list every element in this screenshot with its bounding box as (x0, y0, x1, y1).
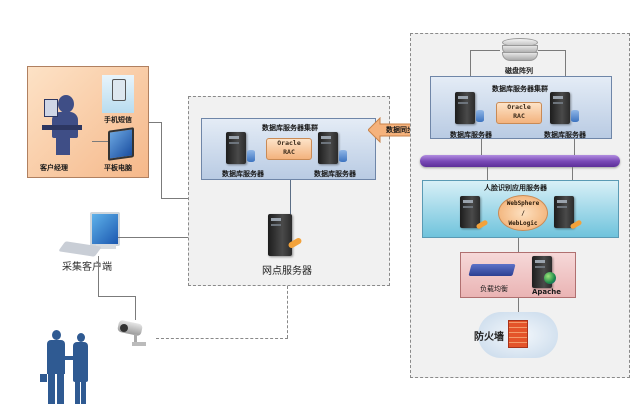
database-icon (571, 110, 579, 122)
database-icon (247, 150, 255, 162)
firewall-icon (508, 320, 528, 348)
load-balancer-icon (468, 264, 516, 276)
branch-db-server-right-icon (318, 132, 338, 164)
customer-manager-box: 客户经理 手机短信 平板电脑 (27, 66, 149, 178)
database-icon (339, 150, 347, 162)
central-oracle-rac-badge: Oracle RAC (496, 102, 542, 124)
collector-client-label: 采集客户端 (62, 262, 112, 273)
branch-server-label: 网点服务器 (262, 266, 312, 277)
branch-db-server-left-icon (226, 132, 246, 164)
central-db-server-right-label: 数据库服务器 (544, 131, 586, 139)
apache-label: Apache (532, 288, 562, 296)
network-bus (420, 155, 620, 167)
central-db-server-right-icon (550, 92, 570, 124)
app-server-left-icon (460, 196, 480, 228)
phone-icon (112, 79, 126, 101)
app-cluster-title: 人脸识别应用服务器 (484, 184, 547, 192)
disk-array-icon (502, 38, 538, 61)
database-icon (476, 110, 484, 122)
customer-manager-label: 客户经理 (40, 164, 68, 172)
branch-server-icon (268, 214, 292, 256)
tablet-label: 平板电脑 (104, 164, 132, 172)
branch-oracle-rac-badge: Oracle RAC (266, 138, 312, 160)
globe-icon (544, 272, 556, 284)
disk-array-label: 磁盘阵列 (505, 67, 533, 75)
customer-manager-icon (42, 87, 90, 157)
central-db-cluster-title: 数据库服务器集群 (492, 85, 548, 93)
branch-db-server-left-label: 数据库服务器 (222, 170, 264, 178)
central-db-server-left-label: 数据库服务器 (450, 131, 492, 139)
phone-sms-label: 手机短信 (104, 116, 132, 124)
collector-monitor-icon (90, 212, 120, 246)
central-db-server-left-icon (455, 92, 475, 124)
app-server-right-icon (554, 196, 574, 228)
branch-db-server-right-label: 数据库服务器 (314, 170, 356, 178)
data-sync-label: 数据同步 (386, 126, 414, 134)
business-people-icon (40, 330, 100, 406)
branch-cluster-title: 数据库服务器集群 (262, 124, 318, 132)
tablet-icon (108, 127, 134, 161)
camera-icon (117, 319, 152, 350)
phone-panel (102, 75, 134, 113)
firewall-label: 防火墙 (474, 332, 504, 343)
websphere-weblogic-badge: WebSphere / WebLogic (498, 195, 548, 231)
load-balance-label: 负载均衡 (480, 285, 508, 293)
